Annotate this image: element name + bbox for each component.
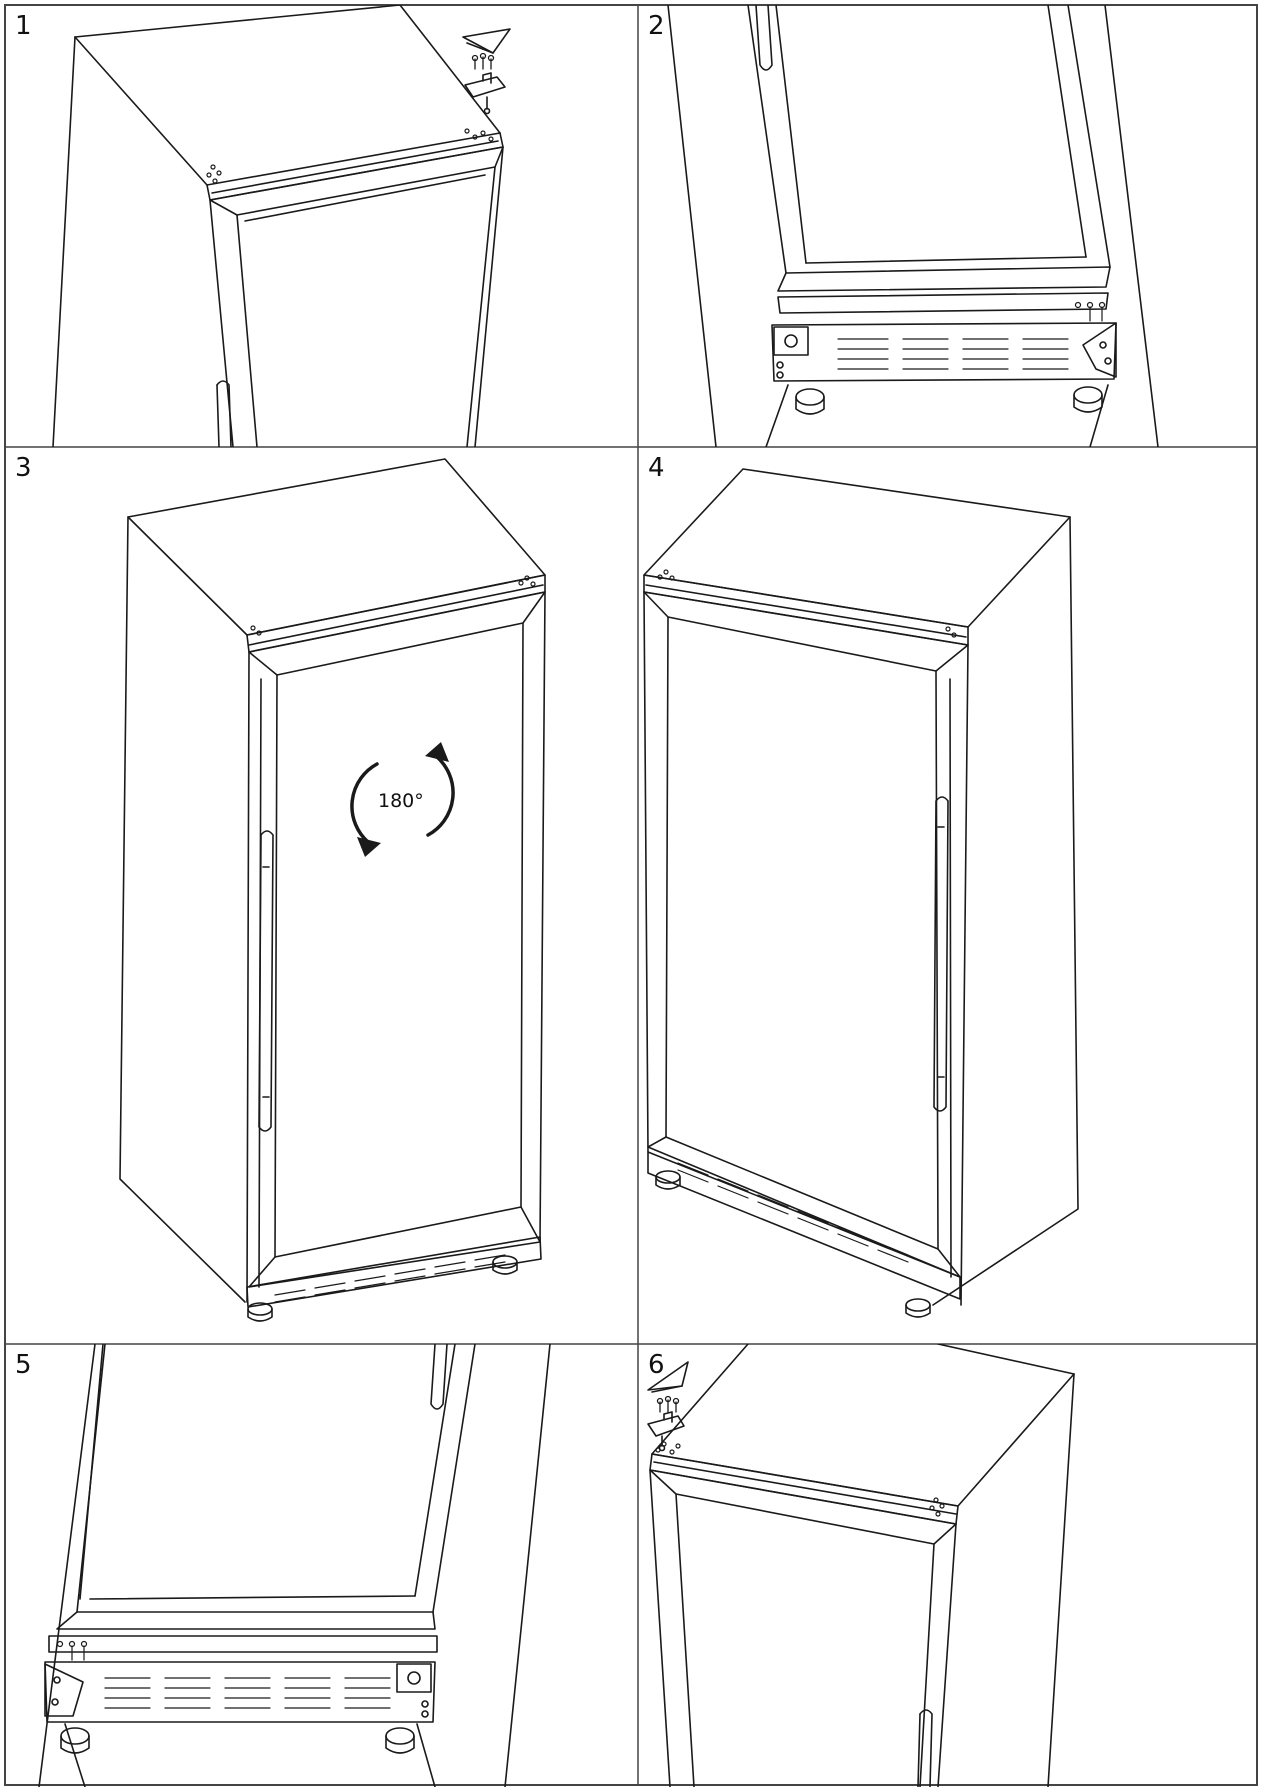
screw-holes-icon bbox=[250, 575, 536, 636]
step-4-illustration bbox=[643, 468, 1079, 1318]
hinge-cover-icon bbox=[462, 28, 511, 54]
screws-icon bbox=[656, 1395, 680, 1413]
step-panel-6: 6 bbox=[638, 1344, 1257, 1787]
screws-icon bbox=[471, 52, 495, 70]
step-panel-4: 4 bbox=[638, 447, 1257, 1344]
vent-grille-icon bbox=[677, 1162, 909, 1263]
bottom-hinge-icon bbox=[44, 1663, 84, 1717]
leveling-foot-icon bbox=[655, 1170, 931, 1318]
hinge-bracket-icon bbox=[464, 72, 506, 115]
leveling-foot-icon bbox=[247, 1255, 518, 1322]
hinge-cover-icon bbox=[647, 1361, 689, 1393]
left-hinge-block-icon bbox=[773, 326, 809, 379]
step-number-3: 3 bbox=[15, 453, 32, 483]
step-panel-1: 1 bbox=[5, 5, 638, 447]
step-panel-5: 5 bbox=[5, 1344, 638, 1787]
cabinet-top bbox=[127, 458, 546, 636]
vent-grille-icon bbox=[837, 338, 1069, 370]
bottom-hinge-icon bbox=[1082, 322, 1117, 378]
screw-holes-icon bbox=[655, 1441, 945, 1517]
arrow-head-icon bbox=[425, 742, 449, 762]
hinge-bracket-icon bbox=[647, 1411, 685, 1452]
rotate-180-icon bbox=[350, 755, 455, 844]
rotation-label: 180° bbox=[378, 790, 424, 812]
step-5-illustration bbox=[38, 1344, 551, 1787]
cabinet-top bbox=[643, 468, 1071, 628]
vent-grille-icon bbox=[104, 1677, 391, 1709]
step-1-illustration bbox=[52, 5, 511, 447]
step-3-illustration bbox=[119, 458, 546, 1322]
door-handle bbox=[258, 830, 274, 1132]
step-number-2: 2 bbox=[648, 11, 665, 41]
leveling-foot-icon bbox=[795, 386, 1103, 415]
arrow-head-icon bbox=[357, 837, 381, 857]
step-panel-3: 3 180° bbox=[5, 447, 638, 1344]
leveling-foot-icon bbox=[60, 1727, 415, 1754]
right-hinge-block-icon bbox=[396, 1663, 432, 1718]
door-handle bbox=[933, 796, 949, 1112]
step-number-6: 6 bbox=[648, 1350, 665, 1380]
step-number-4: 4 bbox=[648, 453, 665, 483]
step-2-illustration bbox=[667, 5, 1159, 447]
screw-holes-icon bbox=[206, 128, 494, 184]
step-6-illustration bbox=[647, 1344, 1075, 1787]
vent-grille-icon bbox=[274, 1254, 506, 1303]
screw-holes-icon bbox=[657, 569, 957, 638]
step-number-5: 5 bbox=[15, 1350, 32, 1380]
step-number-1: 1 bbox=[15, 11, 32, 41]
step-panel-2: 2 bbox=[638, 5, 1257, 447]
